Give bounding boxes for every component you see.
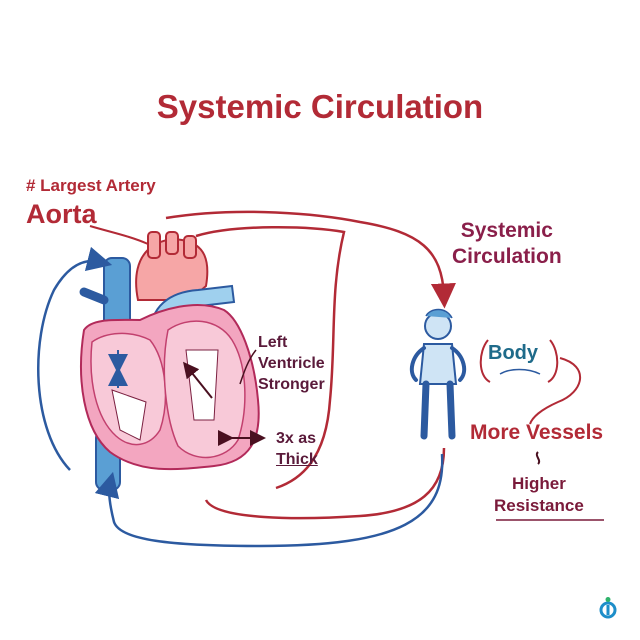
more-vessels-label: More Vessels <box>470 421 604 444</box>
body-bracket-right <box>547 339 559 383</box>
lv-line1: Left <box>258 334 288 351</box>
body-bracket-left <box>479 339 491 383</box>
brand-logo-icon <box>599 597 617 619</box>
thickness-label: 3x as Thick <box>276 428 318 470</box>
systemic-circulation-label: Systemic Circulation <box>452 218 562 270</box>
aorta-pointer-line <box>89 225 149 245</box>
resistance-line2: Resistance <box>494 496 584 515</box>
tilde-connector <box>535 451 541 465</box>
body-underline <box>499 368 541 375</box>
systemic-label-line1: Systemic <box>460 219 553 242</box>
largest-artery-label: # Largest Artery <box>26 176 156 195</box>
thick-line2: Thick <box>276 451 318 468</box>
body-label: Body <box>488 342 538 364</box>
thick-line1: 3x as <box>276 430 317 447</box>
body-to-vessels-connector <box>529 357 581 425</box>
person-figure <box>409 308 467 440</box>
resistance-line1: Higher <box>511 474 566 493</box>
venous-left-loop <box>37 246 113 471</box>
diagram-title: Systemic Circulation <box>156 88 484 125</box>
venous-return-loop <box>94 453 444 548</box>
lv-pointer <box>239 349 257 385</box>
systemic-arrow-top <box>165 210 456 309</box>
heart-body <box>80 303 260 471</box>
left-ventricle-label: Left Ventricle Stronger <box>258 332 325 395</box>
lv-line3: Stronger <box>258 376 325 393</box>
systemic-return-red <box>204 447 446 520</box>
higher-resistance-label: Higher Resistance <box>494 473 584 517</box>
systemic-label-line2: Circulation <box>452 245 562 268</box>
lv-line2: Ventricle <box>258 355 325 372</box>
ventricle-arrow <box>183 361 213 399</box>
aorta-label: Aorta <box>26 199 97 229</box>
aorta-arch <box>135 231 209 301</box>
systemic-curve <box>195 225 346 490</box>
